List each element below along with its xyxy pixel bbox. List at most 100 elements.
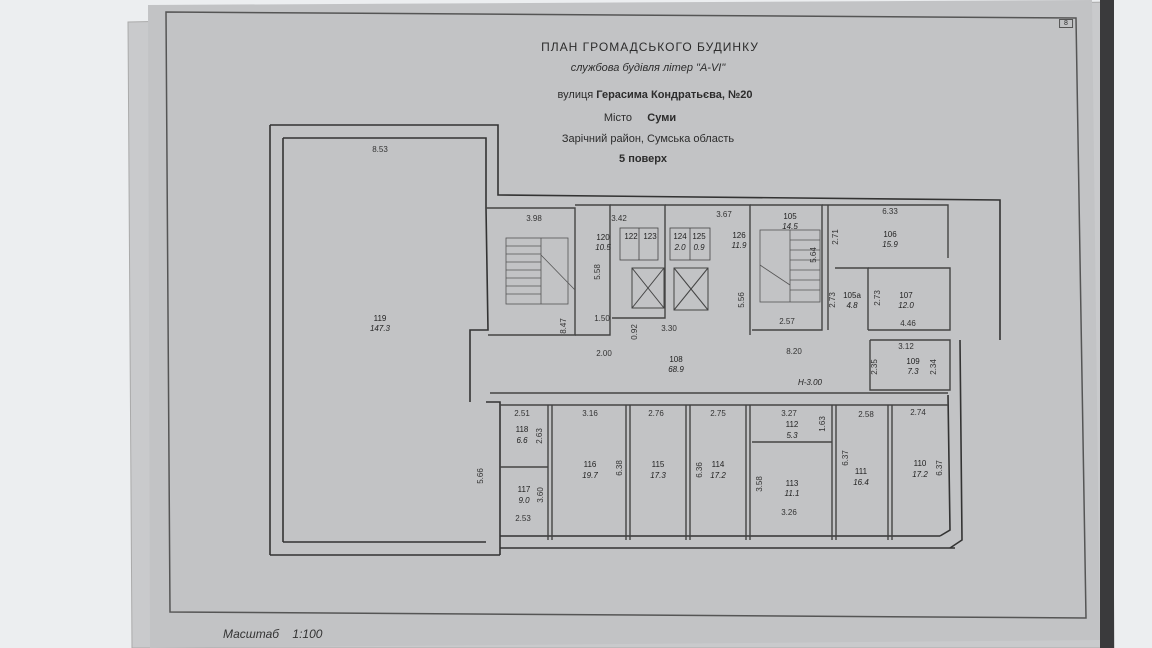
room-120-area: 10.5 <box>595 243 611 252</box>
dimension-label: 2.57 <box>779 317 795 326</box>
floor-label: 5 поверх <box>619 153 667 165</box>
city-name: Суми <box>647 112 677 124</box>
room-124-area: 2.0 <box>673 243 686 252</box>
room-105a-number: 105а <box>843 291 861 300</box>
room-114-area: 17.2 <box>710 471 726 480</box>
city-line: Місто Суми <box>604 112 676 124</box>
scale-value: 1:100 <box>292 627 323 641</box>
dimension-label: 5.66 <box>476 468 485 484</box>
room-125-number: 125 <box>692 232 706 241</box>
room-115-area: 17.3 <box>650 471 666 480</box>
room-105-number: 105 <box>783 212 797 221</box>
dimension-label: 0.92 <box>630 324 639 340</box>
room-115-number: 115 <box>652 460 665 469</box>
room-107-area: 12.0 <box>898 301 914 310</box>
scale-label: Масштаб <box>223 627 280 641</box>
street-address: вулиця Герасима Кондратьєва, №20 <box>558 89 753 101</box>
room-117-number: 117 <box>518 485 531 494</box>
dimension-label: 2.76 <box>648 409 664 418</box>
dimension-label: 6.33 <box>882 207 898 216</box>
dimension-label: 2.58 <box>858 410 874 419</box>
room-109-area: 7.3 <box>907 367 919 376</box>
sheet-number: 8 <box>1059 19 1073 28</box>
dimension-label: 2.35 <box>870 359 879 375</box>
room-116-number: 116 <box>584 460 597 469</box>
dimension-label: 3.98 <box>526 214 542 223</box>
room-108-number: 108 <box>669 355 683 364</box>
dimension-label: 2.63 <box>535 428 544 444</box>
room-106-area: 15.9 <box>882 240 898 249</box>
dimension-labels: 8.53 3.98 3.42 3.67 6.33 5.58 1.50 0.92 … <box>372 145 944 523</box>
dimension-label: 2.71 <box>831 229 840 245</box>
dimension-label: 6.37 <box>935 460 944 476</box>
room-118-number: 118 <box>516 425 529 434</box>
room-106-number: 106 <box>883 230 897 239</box>
room-116-area: 19.7 <box>582 471 598 480</box>
room-108-area: 68.9 <box>668 365 684 374</box>
room-126-area: 11.9 <box>732 241 748 250</box>
dimension-label: 6.37 <box>841 450 850 466</box>
room-109-number: 109 <box>906 357 920 366</box>
dimension-label: 3.27 <box>781 409 797 418</box>
dimension-label: 3.26 <box>781 508 797 517</box>
interior-walls <box>486 204 951 540</box>
dimension-label: 1.63 <box>818 416 827 432</box>
dimension-label: 2.51 <box>514 409 530 418</box>
outer-walls <box>269 124 1001 556</box>
room-124-number: 124 <box>673 232 687 241</box>
dimension-label: 6.36 <box>695 462 704 478</box>
dimension-label: 1.50 <box>594 314 610 323</box>
room-113-area: 11.1 <box>785 489 800 498</box>
dimension-label: 8.20 <box>786 347 802 356</box>
stairs-right <box>759 229 821 303</box>
elevator-shaft-1 <box>631 267 665 309</box>
room-125-area: 0.9 <box>693 243 705 252</box>
corridor-height-label: Н-3.00 <box>798 378 823 387</box>
dimension-label: 8.53 <box>372 145 388 154</box>
room-117-area: 9.0 <box>518 496 530 505</box>
dimension-label: 3.60 <box>536 487 545 503</box>
dimension-label: 6.38 <box>615 460 624 476</box>
room-126-number: 126 <box>732 231 746 240</box>
room-119-number: 119 <box>374 314 387 323</box>
room-118-area: 6.6 <box>516 436 528 445</box>
room-112-number: 112 <box>786 420 799 429</box>
room-110-area: 17.2 <box>912 470 928 479</box>
dimension-label: 2.74 <box>910 408 926 417</box>
room-119-area: 147.3 <box>370 324 391 333</box>
dimension-label: 5.58 <box>593 264 602 280</box>
dimension-label: 2.75 <box>710 409 726 418</box>
room-114-number: 114 <box>712 460 725 469</box>
dimension-label: 3.30 <box>661 324 677 333</box>
room-123-number: 123 <box>643 232 657 241</box>
dimension-label: 5.64 <box>809 247 818 263</box>
dimension-label: 8.47 <box>559 318 568 334</box>
dimension-label: 3.58 <box>755 476 764 492</box>
city-prefix: Місто <box>603 112 633 124</box>
dimension-label: 4.46 <box>900 319 916 328</box>
room-107-number: 107 <box>899 291 913 300</box>
toilet-cubicles <box>619 227 711 261</box>
dimension-label: 3.67 <box>716 210 732 219</box>
room-105a-area: 4.8 <box>846 301 858 310</box>
room-113-number: 113 <box>786 479 799 488</box>
room-labels: 119 147.3 120 10.5 122 123 124 2.0 125 0… <box>370 212 928 505</box>
scale-note: Масштаб 1:100 <box>223 627 322 641</box>
dimension-label: 3.42 <box>611 214 627 223</box>
plan-title: ПЛАН ГРОМАДСЬКОГО БУДИНКУ <box>541 40 759 54</box>
room-111-number: 111 <box>855 467 868 476</box>
room-111-area: 16.4 <box>853 478 869 487</box>
dimension-label: 2.00 <box>596 349 612 358</box>
district-line: Зарічний район, Сумська область <box>561 133 735 145</box>
street-prefix: вулиця <box>557 89 594 101</box>
room-112-area: 5.3 <box>786 431 798 440</box>
dimension-label: 2.53 <box>515 514 531 523</box>
room-122-number: 122 <box>624 232 638 241</box>
dimension-label: 2.34 <box>929 359 938 375</box>
room-105-area: 14.5 <box>782 222 798 231</box>
street-name: Герасима Кондратьєва, №20 <box>596 89 753 101</box>
room-110-number: 110 <box>914 459 927 468</box>
dimension-label: 2.73 <box>828 292 837 308</box>
